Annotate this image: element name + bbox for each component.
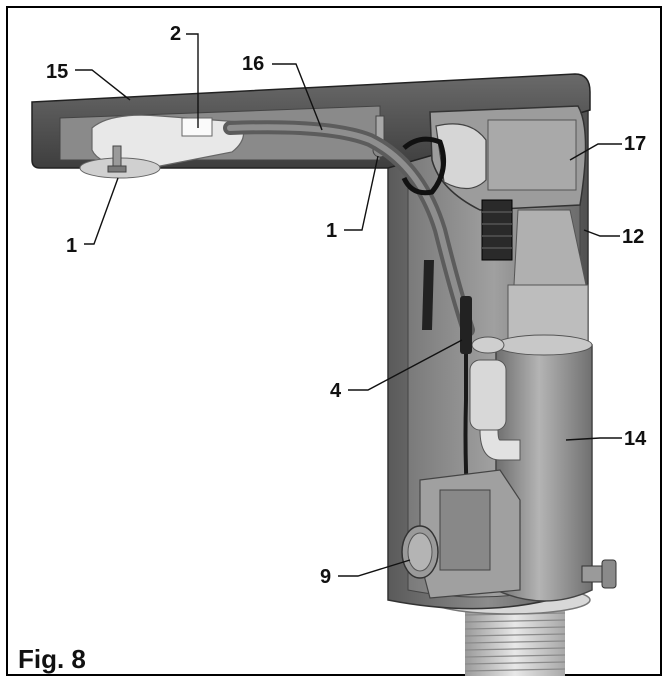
callout-12: 12 [622, 226, 644, 248]
callout-14: 14 [624, 428, 647, 450]
sensor-module [401, 105, 587, 211]
callout-15: 15 [46, 61, 68, 83]
cable-clip [422, 260, 434, 330]
solenoid-valve [481, 199, 513, 261]
leader-lines [75, 33, 622, 577]
figure-caption: Fig. 8 [18, 644, 86, 674]
battery-compartment [419, 469, 521, 599]
screw-left [107, 145, 127, 173]
callout-16: 16 [242, 53, 264, 75]
elbow-fitting [469, 336, 521, 461]
callout-9: 9 [320, 566, 331, 588]
callout-4: 4 [330, 380, 342, 402]
callout-17: 17 [624, 133, 646, 155]
callout-2: 2 [170, 23, 181, 45]
outlet-insert [181, 117, 213, 137]
side-fixing-screw [581, 559, 617, 589]
callout-1-right: 1 [326, 220, 337, 242]
callout-1-left: 1 [66, 235, 77, 257]
